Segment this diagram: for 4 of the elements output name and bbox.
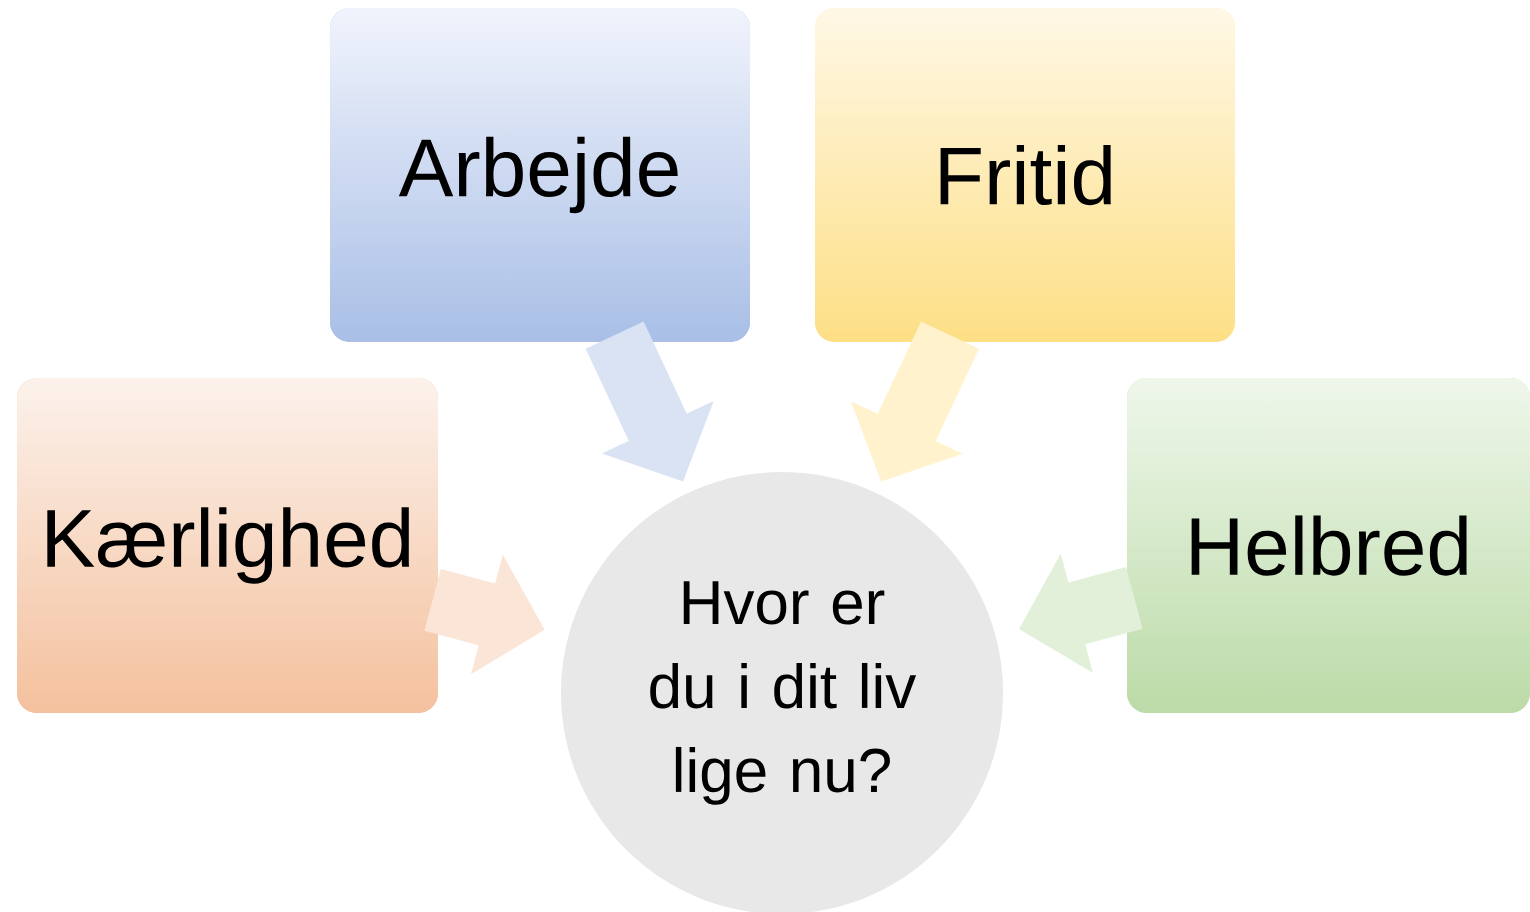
process-box: Fritid: [815, 8, 1235, 342]
process-box: Helbred: [1127, 378, 1530, 713]
process-box: Kærlighed: [17, 378, 438, 713]
process-box: Arbejde: [330, 8, 750, 342]
